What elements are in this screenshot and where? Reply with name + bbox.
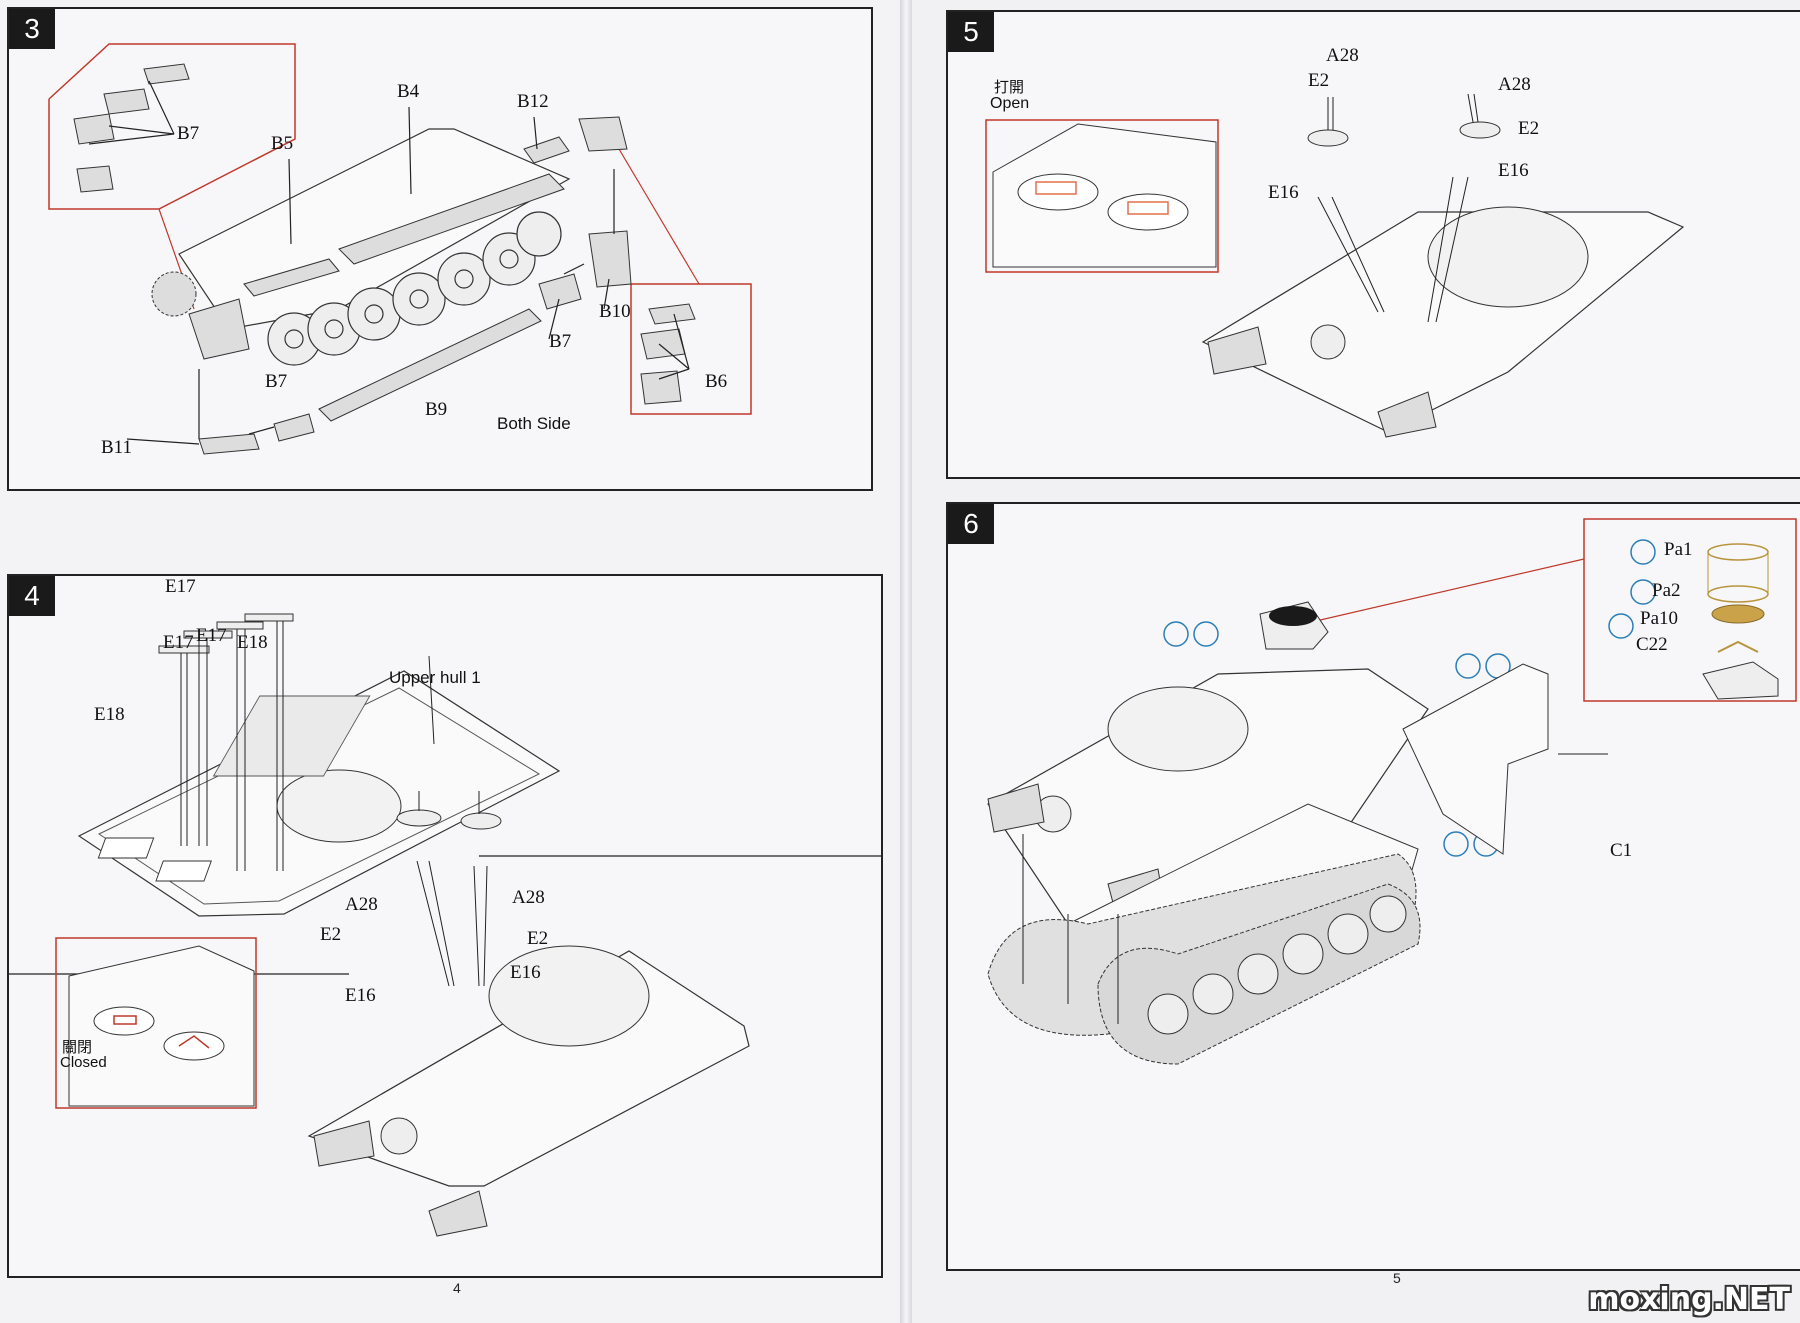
step-number: 4 [9,576,55,616]
part-label-b5: B5 [271,133,294,154]
part-label-e17: E17 [165,576,196,597]
part-label-b4: B4 [397,81,420,102]
open-label-cn: 打開 [994,78,1025,96]
part-label-pa2: Pa2 [1652,580,1681,601]
part-label-e17: E17 [163,632,194,653]
part-label-e17: E17 [196,625,227,646]
part-label-b10: B10 [599,301,631,322]
part-label-b11: B11 [101,437,132,458]
part-label-c22: C22 [1636,634,1668,655]
part-label-e16: E16 [1268,182,1299,203]
closed-label: Closed [60,1054,107,1071]
step6-panel: 6 [946,502,1800,1271]
step5-panel: 5 [946,10,1800,479]
part-label-pa1: Pa1 [1664,539,1693,560]
open-label: Open [990,95,1030,112]
closed-label-cn: 關閉 [62,1038,93,1056]
upper-hull-label: Upper hull 1 [389,668,481,687]
part-label-e16: E16 [1498,160,1529,181]
part-label-e2: E2 [1518,118,1540,139]
part-label-e2: E2 [320,924,342,945]
part-label-b9: B9 [425,399,448,420]
both-side-note: Both Side [497,414,571,433]
part-label-a28: A28 [1498,74,1531,95]
page-number-left: 4 [453,1280,461,1296]
step3-panel: 3 [7,7,873,491]
part-label-pa10: Pa10 [1640,608,1678,629]
part-label-a28: A28 [512,887,545,908]
part-label-e16: E16 [345,985,376,1006]
part-label-b6: B6 [705,371,728,392]
part-label-b7: B7 [265,371,288,392]
step-number: 3 [9,9,55,49]
part-label-e18: E18 [237,632,268,653]
running-gear-drawing [48,43,752,455]
step-number: 6 [948,504,994,544]
part-label-e2: E2 [527,928,549,949]
hull-assembly-drawing [987,518,1797,1065]
part-label-c1: C1 [1610,840,1633,861]
upper-hull-drawing [9,613,881,1237]
watermark: moxing.NET [1588,1282,1790,1317]
step-number: 5 [948,12,994,52]
part-label-e18: E18 [94,704,125,725]
part-label-a28: A28 [345,894,378,915]
step4-panel: 4 [7,574,883,1278]
part-label-a28: A28 [1326,45,1359,66]
part-label-b12: B12 [517,91,549,112]
page-gutter [900,0,912,1323]
part-label-e16: E16 [510,962,541,983]
part-label-b7: B7 [177,123,200,144]
hull-hatch-drawing [985,93,1685,438]
part-label-b7: B7 [549,331,572,352]
part-label-e2: E2 [1308,70,1330,91]
page-number-right: 5 [1393,1270,1401,1286]
